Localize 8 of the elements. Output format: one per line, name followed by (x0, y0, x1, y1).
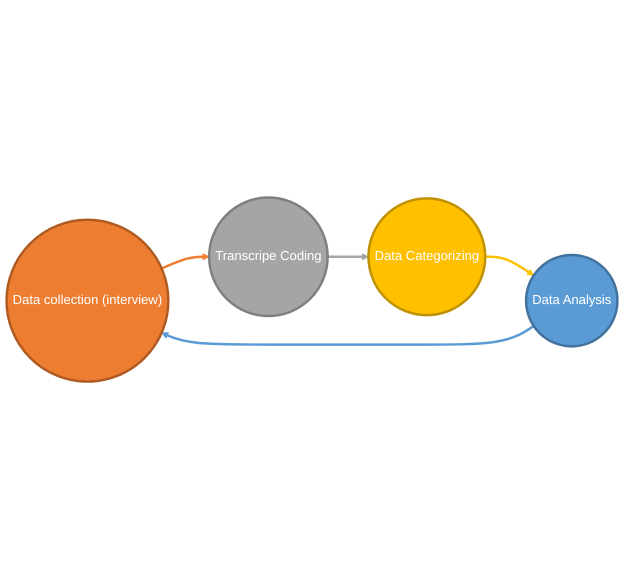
arrow (328, 254, 369, 261)
node-circle: Data Categorizing (367, 198, 486, 317)
node-circle: Data Analysis (524, 254, 619, 348)
arrow (161, 325, 534, 346)
arrow (161, 254, 210, 270)
node-circle: Transcripe Coding (208, 196, 329, 318)
node-circle: Data collection (interview) (5, 219, 170, 384)
arrow (485, 256, 534, 276)
